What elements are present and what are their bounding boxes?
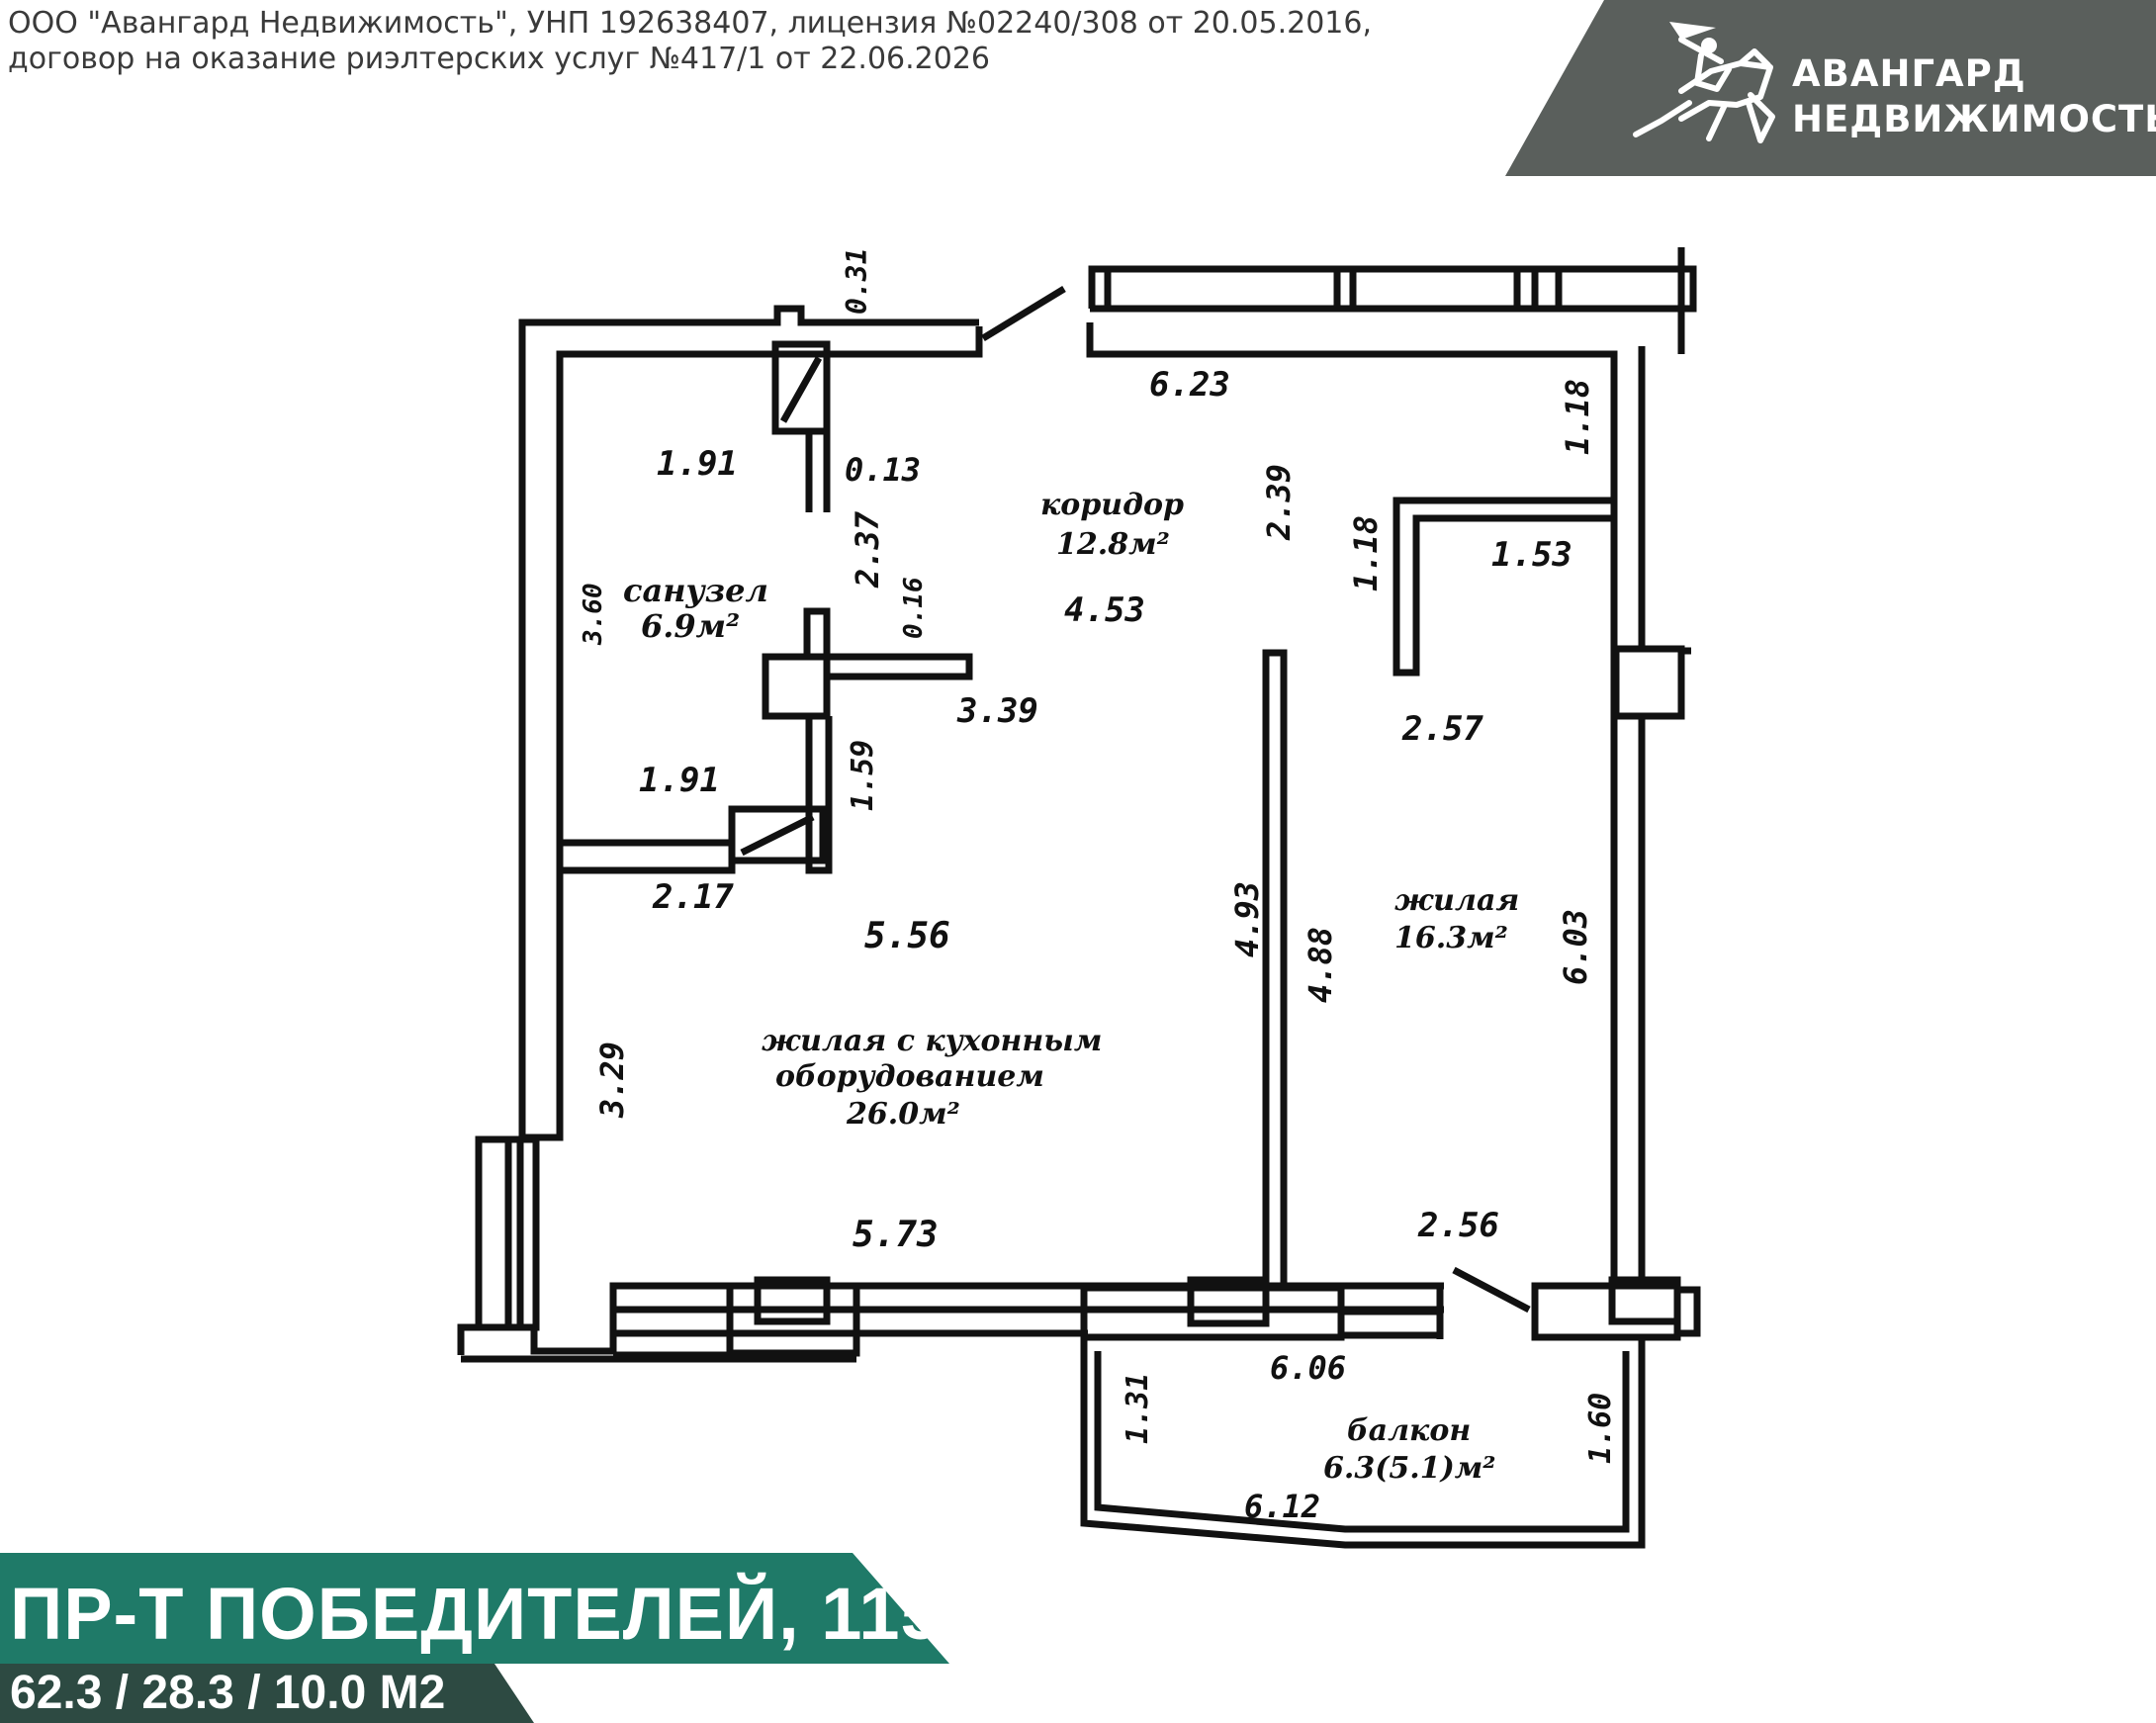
room-living-kitchen-area: 26.0м² — [846, 1097, 960, 1132]
central-partition — [1262, 649, 1288, 1290]
bathroom-partition-lower — [805, 716, 833, 874]
dim-453: 4.53 — [1064, 590, 1145, 630]
property-areas: 62.3 / 28.3 / 10.0 М2 — [10, 1667, 446, 1719]
bathroom-partition-mid — [803, 607, 973, 716]
dim-013: 0.13 — [845, 451, 921, 489]
room-balcony-name: балкон — [1347, 1413, 1471, 1448]
dim-160: 1.60 — [1583, 1393, 1618, 1464]
dim-493: 4.93 — [1228, 881, 1266, 957]
room-bathroom-area: 6.9м² — [641, 607, 740, 645]
bottom-pier-1 — [726, 1282, 860, 1357]
brand-name-line-2: НЕДВИЖИМОСТЬ — [1792, 98, 2156, 140]
balcony-outer — [1080, 1337, 1646, 1549]
legal-notice: ООО "Авангард Недвижимость", УНП 1926384… — [8, 6, 1491, 77]
brand-name: АВАНГАРД НЕДВИЖИМОСТЬ — [1792, 51, 2156, 142]
walls — [457, 247, 1701, 1549]
room-bathroom-name: санузел — [623, 572, 768, 609]
dim-603: 6.03 — [1557, 909, 1594, 985]
bathroom-duct-mid — [762, 653, 831, 720]
balcony-inner — [1094, 1351, 1630, 1533]
room-corridor-name: коридор — [1040, 488, 1184, 522]
dim-159: 1.59 — [846, 740, 880, 811]
bottom-pier-2-inner — [1187, 1276, 1270, 1327]
bathroom-duct-bottom — [728, 805, 827, 864]
areas-band — [0, 1664, 534, 1723]
dim-217: 2.17 — [652, 877, 734, 917]
dim-016: 0.16 — [899, 577, 929, 639]
dim-191-bottom: 1.91 — [639, 761, 720, 800]
right-bottom-pier — [1531, 1282, 1681, 1341]
inner-wall-top-left — [518, 305, 979, 1137]
wardrobe-partition — [1392, 497, 1614, 677]
bathroom-bottom-wall — [560, 839, 736, 874]
dim-339: 3.39 — [956, 691, 1038, 731]
dim-031: 0.31 — [841, 248, 873, 315]
dim-623: 6.23 — [1149, 365, 1230, 405]
dimension-labels: 6.23 0.31 1.91 0.13 1.18 2.39 1.18 1.53 … — [579, 248, 1618, 1525]
dim-118-right: 1.18 — [1559, 379, 1596, 455]
room-balcony-area: 6.3(5.1)м² — [1323, 1451, 1495, 1486]
dim-239: 2.39 — [1260, 464, 1298, 541]
top-wall-right — [1088, 265, 1697, 313]
room-corridor-area: 12.8м² — [1056, 527, 1170, 562]
right-window-block — [1612, 645, 1685, 720]
dim-256: 2.56 — [1417, 1206, 1499, 1245]
room-living-kitchen-equipment: оборудованием — [775, 1059, 1044, 1094]
dim-329: 3.29 — [593, 1042, 631, 1119]
dim-257: 2.57 — [1401, 709, 1483, 749]
room-living-name: жилая — [1394, 883, 1519, 918]
areas-band-background — [0, 1664, 534, 1723]
dim-612: 6.12 — [1244, 1488, 1320, 1525]
dim-573: 5.73 — [853, 1215, 939, 1255]
right-bottom-stub — [1677, 1286, 1701, 1337]
dim-118-wardrobe: 1.18 — [1347, 515, 1385, 591]
legal-line-2: договор на оказание риэлтерских услуг №4… — [8, 42, 991, 76]
address-band — [0, 1553, 949, 1664]
dim-131: 1.31 — [1121, 1373, 1155, 1444]
room-living-kitchen-name: жилая с кухонным — [762, 1024, 1102, 1058]
dim-488: 4.88 — [1302, 927, 1339, 1003]
dim-153: 1.53 — [1491, 535, 1572, 575]
dim-606: 6.06 — [1270, 1349, 1346, 1387]
bathroom-duct-top-diag — [779, 356, 823, 423]
entrance-door-swing — [981, 286, 1066, 341]
left-pier — [475, 1135, 524, 1331]
dim-360: 3.60 — [579, 583, 608, 646]
top-right-corner — [1086, 322, 1618, 1286]
outer-wall-top-left — [522, 326, 983, 1141]
bathroom-duct-bottom-diag — [740, 813, 815, 857]
brand-name-line-1: АВАНГАРД — [1792, 52, 2026, 95]
legal-line-1: ООО "Авангард Недвижимость", УНП 1926384… — [8, 6, 1373, 41]
dim-237: 2.37 — [849, 510, 886, 589]
bottom-wall-outer — [457, 1282, 1444, 1355]
bathroom-duct-top — [771, 340, 831, 435]
bottom-wall-inner — [613, 1286, 734, 1359]
bottom-pier-1-inner — [754, 1276, 831, 1325]
property-address: ПР-Т ПОБЕДИТЕЛЕЙ, 115 — [10, 1573, 943, 1655]
room-living-area: 16.3м² — [1394, 921, 1508, 955]
address-band-background — [0, 1553, 949, 1664]
room-labels: санузел 6.9м² коридор 12.8м² жилая 16.3м… — [623, 488, 1519, 1486]
balcony-door-swing — [1452, 1266, 1531, 1314]
dim-556: 5.56 — [864, 916, 950, 956]
dim-191-top: 1.91 — [657, 444, 738, 484]
